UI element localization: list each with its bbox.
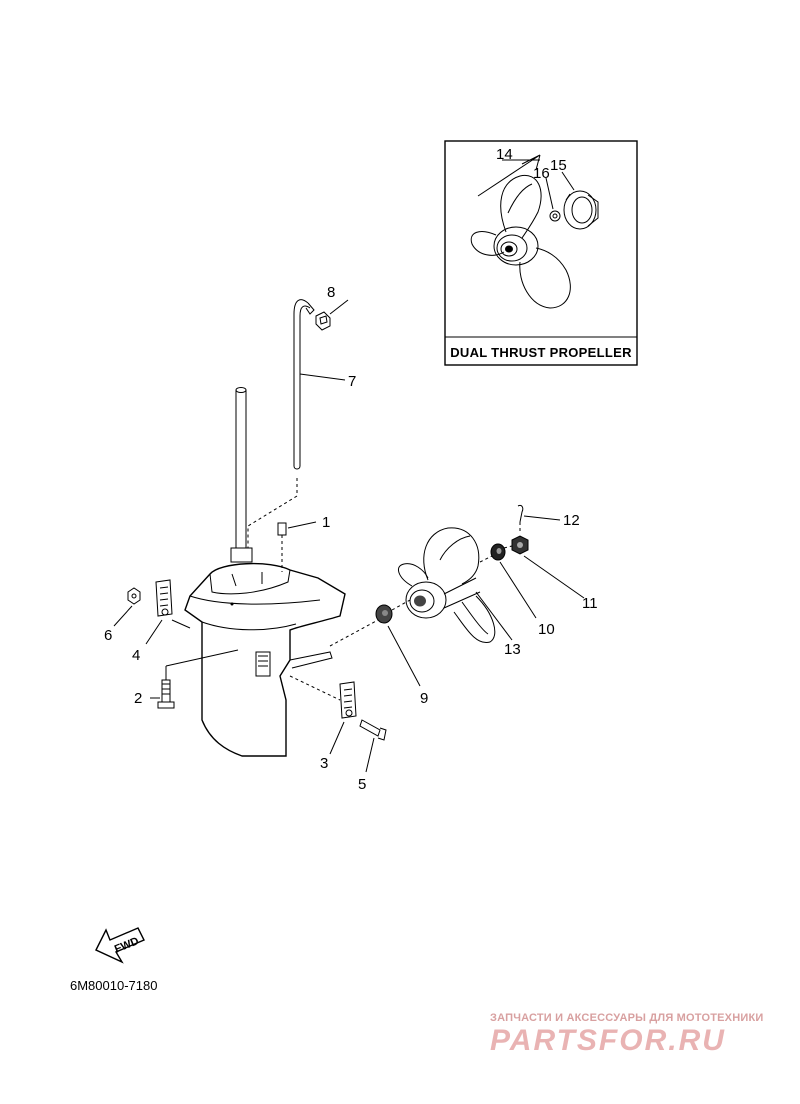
- watermark-logo: ЗАПЧАСТИ И АКСЕССУАРЫ ДЛЯ МОТОТЕХНИКИ PA…: [490, 1012, 763, 1057]
- diagram-code: 6M80010-7180: [70, 978, 157, 993]
- inset-propeller-drawing: [470, 174, 599, 309]
- nut-11: [479, 535, 529, 563]
- cotter-pin-12: [517, 505, 524, 534]
- water-hose-7: [293, 299, 315, 470]
- label-part-8: 8: [327, 284, 335, 301]
- inset-caption: DUAL THRUST PROPELLER: [450, 345, 632, 360]
- label-part-9: 9: [420, 690, 428, 707]
- watermark-tagline: ЗАПЧАСТИ И АКСЕССУАРЫ ДЛЯ МОТОТЕХНИКИ: [490, 1012, 763, 1024]
- label-part-2: 2: [134, 690, 142, 707]
- watermark-brand: PARTSFOR.RU: [490, 1024, 726, 1057]
- propeller-13: [397, 527, 496, 644]
- label-part-10: 10: [538, 621, 555, 638]
- label-part-16: 16: [533, 165, 550, 182]
- label-part-11: 11: [582, 595, 598, 612]
- anode-3: [289, 675, 357, 719]
- fwd-arrow-icon: FWD: [95, 927, 145, 964]
- label-part-5: 5: [358, 776, 366, 793]
- lower-unit-housing: 1: [184, 387, 346, 757]
- clamp-8: [315, 311, 331, 331]
- label-part-1: 1: [322, 514, 330, 531]
- inset-dual-thrust-propeller: DUAL THRUST PROPELLER 14 15 16: [444, 140, 638, 366]
- label-part-3: 3: [320, 755, 328, 772]
- label-part-13: 13: [504, 641, 521, 658]
- label-part-15: 15: [550, 157, 567, 174]
- bolt-2: [157, 649, 239, 709]
- label-part-4: 4: [132, 647, 140, 664]
- label-part-14: 14: [496, 146, 513, 163]
- fwd-label: FWD: [113, 935, 141, 956]
- thrust-washer-9: [329, 599, 411, 647]
- screw-5: [359, 719, 387, 741]
- label-part-6: 6: [104, 627, 112, 644]
- label-part-12: 12: [563, 512, 580, 529]
- anode-4: [155, 579, 173, 617]
- nut-6: [127, 587, 141, 605]
- label-part-7: 7: [348, 373, 356, 390]
- washer-10: [490, 543, 506, 561]
